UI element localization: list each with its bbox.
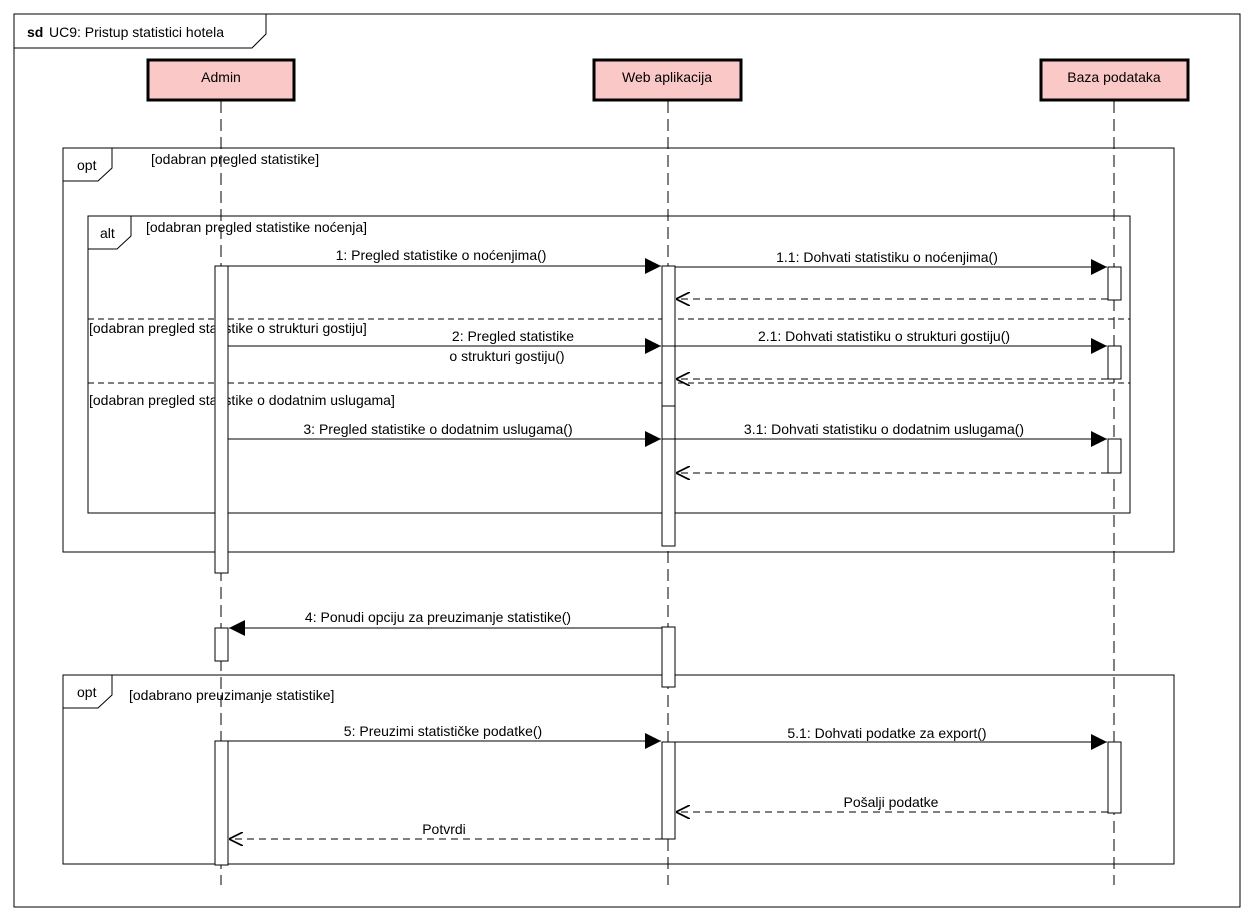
activation-db-1 — [1107, 266, 1122, 301]
activation-db-3 — [1107, 438, 1122, 474]
return-5-1-label: Pošalji podatke — [844, 794, 939, 810]
opt-fragment-1-guard: [odabran pregled statistike] — [151, 151, 319, 167]
activation-web-6 — [661, 741, 676, 840]
opt-fragment-1-tab — [62, 147, 113, 182]
opt-fragment-1 — [62, 147, 1175, 553]
opt-fragment-2-guard: [odabrano preuzimanje statistike] — [129, 687, 334, 703]
return-5-label: Potvrdi — [422, 821, 466, 837]
message-1-1-label: 1.1: Dohvati statistiku o noćenjima() — [776, 249, 998, 265]
sd-frame-title: UC9: Pristup statistici hotela — [49, 24, 224, 40]
activation-web-4 — [661, 438, 676, 547]
activation-admin-1 — [214, 265, 229, 574]
sd-frame-tab — [13, 13, 267, 49]
sd-frame — [13, 13, 1241, 908]
activation-admin-3 — [214, 740, 229, 866]
opt-fragment-2 — [62, 674, 1175, 865]
message-3-label: 3: Pregled statistike o dodatnim uslugam… — [303, 421, 572, 437]
activation-db-2 — [1107, 345, 1122, 380]
participant-admin-label: Admin — [201, 69, 241, 85]
message-3-1-label: 3.1: Dohvati statistiku o dodatnim uslug… — [744, 421, 1024, 437]
participant-admin: Admin — [146, 58, 296, 102]
alt-fragment-tab — [87, 215, 132, 250]
activation-web-3 — [661, 345, 676, 407]
message-5-label: 5: Preuzimi statističke podatke() — [344, 723, 542, 739]
activation-admin-2 — [214, 627, 229, 662]
alt-fragment-keyword: alt — [100, 225, 115, 241]
message-2-label-line1: 2: Pregled statistike — [452, 328, 574, 344]
participant-baza-podataka-label: Baza podataka — [1067, 69, 1161, 85]
alt-guard-1: [odabran pregled statistike noćenja] — [146, 219, 367, 235]
message-2-1-label: 2.1: Dohvati statistiku o strukturi gost… — [758, 328, 1010, 344]
message-2-label-line2: o strukturi gostiju() — [449, 348, 564, 364]
activation-db-4 — [1107, 741, 1122, 814]
sd-frame-kind: sd — [27, 24, 43, 40]
activation-web-5 — [661, 626, 676, 688]
participant-baza-podataka: Baza podataka — [1039, 58, 1190, 102]
opt-fragment-2-tab — [62, 674, 113, 709]
participant-web-aplikacija-label: Web aplikacija — [622, 69, 712, 85]
participant-web-aplikacija: Web aplikacija — [592, 58, 743, 102]
alt-fragment — [87, 215, 1131, 514]
opt-fragment-2-keyword: opt — [77, 684, 97, 700]
alt-guard-3: [odabran pregled statistike o dodatnim u… — [89, 392, 395, 408]
message-4-label: 4: Ponudi opciju za preuzimanje statisti… — [305, 609, 571, 625]
message-5-1-label: 5.1: Dohvati podatke za export() — [787, 725, 986, 741]
message-1-label: 1: Pregled statistike o noćenjima() — [336, 247, 547, 263]
opt-fragment-1-keyword: opt — [77, 157, 97, 173]
